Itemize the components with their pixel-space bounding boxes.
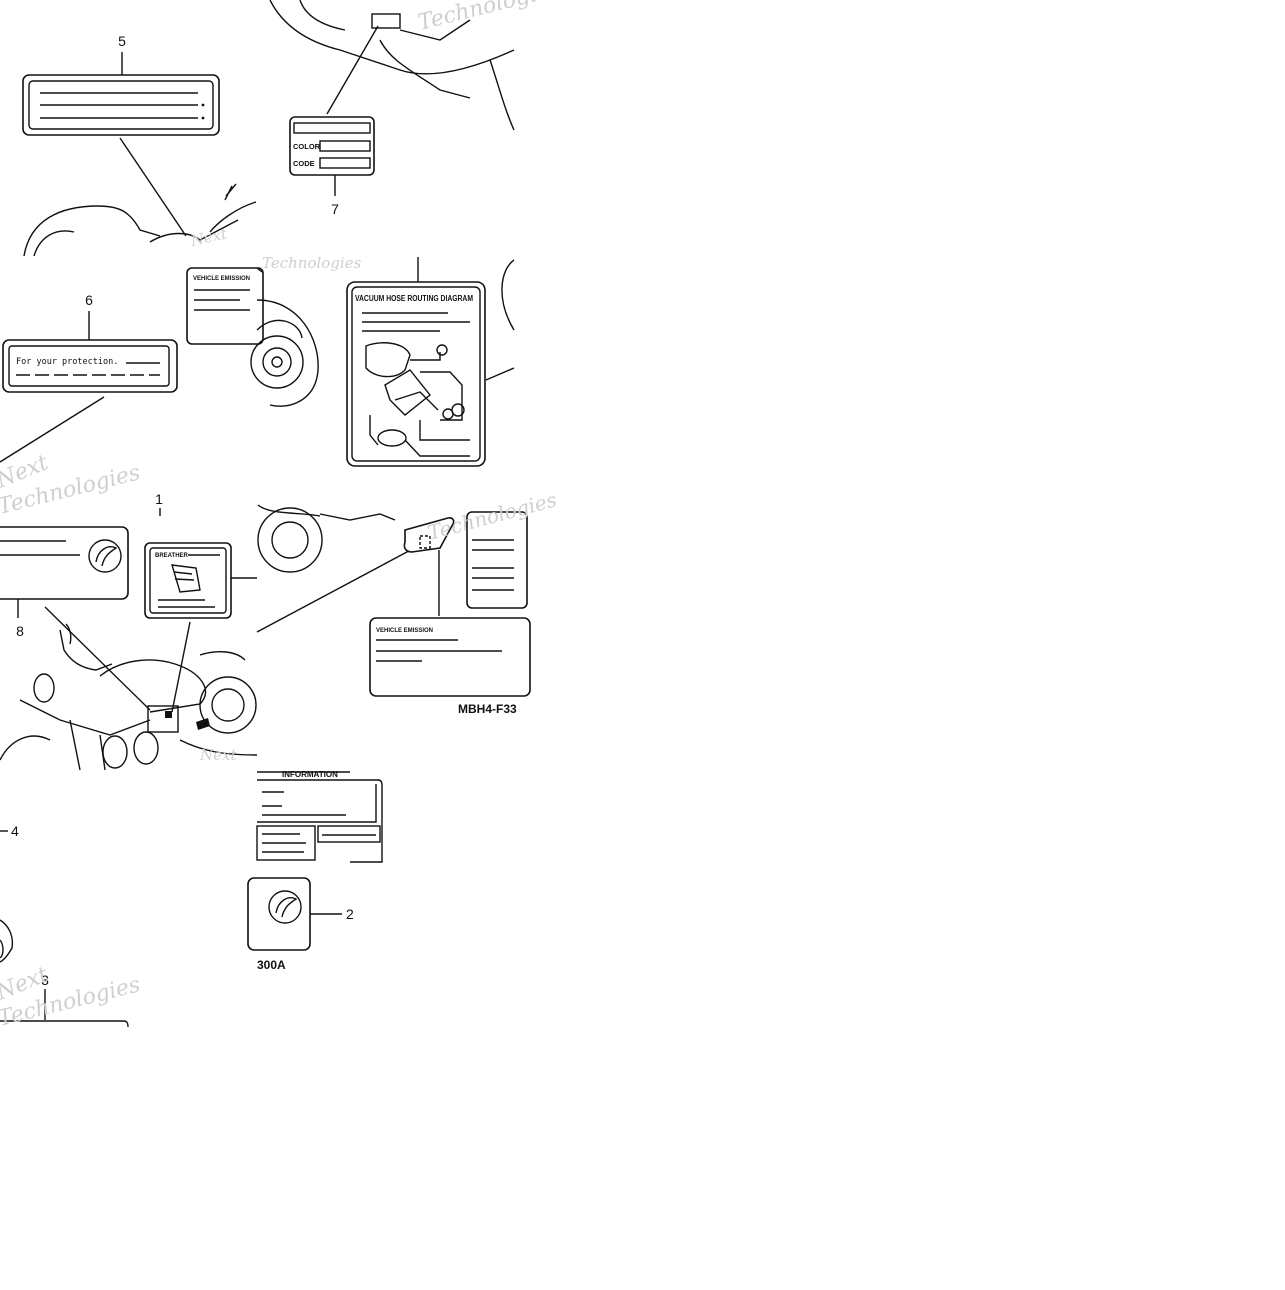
tile-lower-left: 1 8 BREATHER — [0, 491, 258, 771]
label-7-code: CODE — [293, 159, 315, 168]
label-8 — [0, 526, 129, 600]
callout-3: 3 — [41, 972, 49, 988]
label-vacuum-hose-diagram — [346, 281, 486, 467]
callout-5: 5 — [118, 33, 126, 49]
callout-8: 8 — [16, 623, 24, 639]
callout-2: 2 — [346, 906, 354, 922]
tile-top-middle: COLOR CODE 7 Technologies — [269, 0, 563, 217]
label-vehicle-emission-small — [186, 267, 264, 345]
label-breather — [144, 542, 232, 619]
tile-center: Technologies VACUUM HOSE ROUTING DIAGRAM — [250, 254, 515, 467]
figure-code: MBH4-F33 — [458, 702, 517, 716]
vehicle-emission-large-text: VEHICLE EMISSION — [376, 628, 433, 634]
watermark: Technologies — [415, 0, 562, 36]
watermark: Technologies — [262, 254, 362, 272]
tile-top-left: 5 Next — [22, 33, 257, 257]
label-6 — [2, 339, 178, 393]
tile-middle-left: 6 For your protection. VEHICLE EMISSION … — [0, 267, 264, 520]
callout-4: 4 — [11, 823, 19, 839]
tile-lower-middle: VEHICLE EMISSION MBH4-F33 Technologies — [256, 487, 559, 716]
information-text: INFORMATION — [282, 770, 338, 779]
label-vehicle-emission-large — [369, 617, 531, 697]
figure-code-suffix: 300A — [257, 958, 286, 972]
callout-1: 1 — [155, 491, 163, 507]
breather-text: BREATHER — [155, 553, 189, 559]
label-7-color: COLOR — [293, 142, 321, 151]
label-7 — [289, 116, 375, 176]
watermark: Next — [188, 225, 229, 251]
tile-bottom-middle: INFORMATION 2 300A — [247, 770, 383, 972]
vehicle-emission-text: VEHICLE EMISSION — [193, 276, 250, 282]
callout-7: 7 — [331, 201, 339, 217]
watermark: Next — [199, 746, 237, 764]
label-2 — [247, 877, 311, 951]
callout-6: 6 — [85, 292, 93, 308]
vacuum-hose-title: VACUUM HOSE ROUTING DIAGRAM — [355, 294, 473, 303]
tile-bottom-left: 4 3 Next Technologies — [0, 823, 143, 1032]
label-6-protection: For your protection. — [16, 357, 118, 367]
